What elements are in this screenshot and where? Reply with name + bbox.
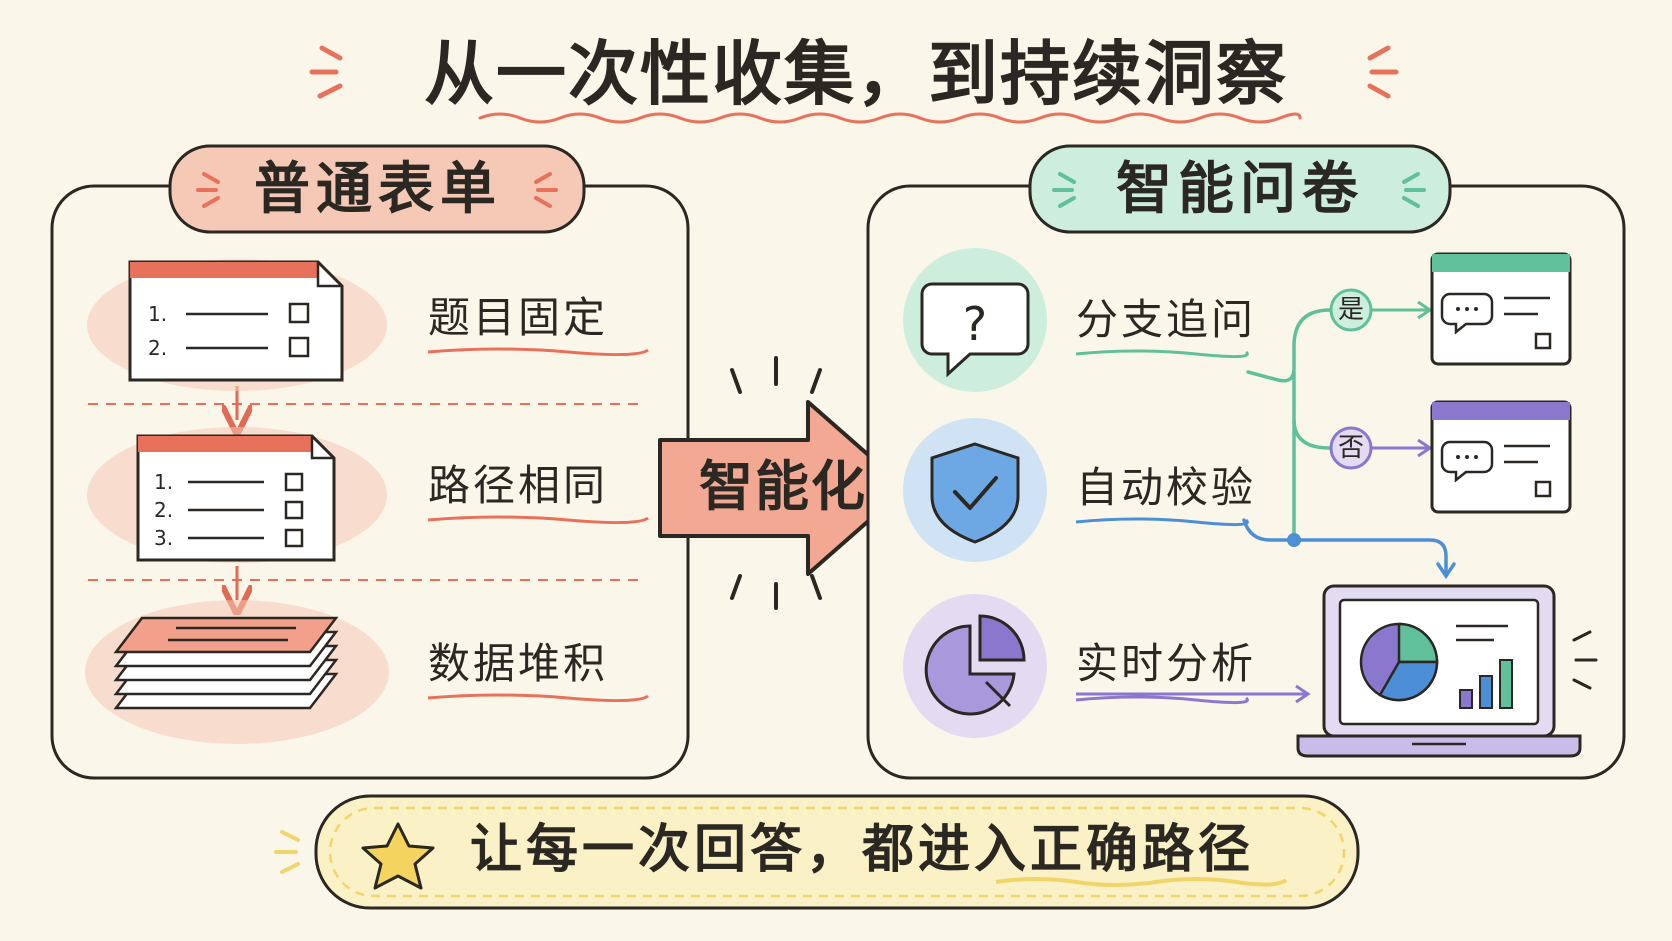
right-item-realtime-analysis: 实时分析 — [1076, 639, 1257, 688]
left-panel-title: 普通表单 — [254, 157, 502, 222]
form2-number-3: 3. — [154, 526, 174, 550]
no-question-card — [1430, 400, 1572, 514]
yes-question-card — [1430, 252, 1572, 366]
branch-junction-dot — [1287, 533, 1301, 547]
right-item-branch-followup: 分支追问 — [1076, 295, 1257, 344]
form2-number-2: 2. — [154, 498, 174, 522]
smart-arrow — [658, 356, 908, 610]
form-three-items-icon — [87, 427, 387, 563]
paper-stack-icon — [85, 600, 389, 744]
laptop-dashboard-icon — [1296, 584, 1598, 758]
form1-number-1: 1. — [148, 302, 168, 326]
left-item-same-path: 路径相同 — [428, 461, 609, 510]
branch-no-label: 否 — [1337, 433, 1364, 463]
page-title: 从一次性收集，到持续洞察 — [424, 33, 1288, 115]
no-badge — [1329, 426, 1373, 470]
title-decoration — [309, 45, 1399, 124]
shield-check-icon — [903, 418, 1047, 562]
smart-arrow-label: 智能化 — [699, 455, 867, 518]
form-two-items-icon — [87, 259, 387, 391]
footer-slogan: 让每一次回答，都进入正确路径 — [470, 820, 1255, 880]
right-panel: ? — [866, 144, 1626, 780]
left-panel — [50, 144, 690, 780]
question-bubble-icon: ? — [903, 248, 1047, 392]
form2-number-1: 1. — [154, 470, 174, 494]
right-item-auto-validation: 自动校验 — [1076, 463, 1257, 512]
left-item-fixed-questions: 题目固定 — [428, 293, 609, 342]
branch-yes-label: 是 — [1337, 295, 1364, 325]
yes-badge — [1329, 288, 1373, 332]
form1-number-2: 2. — [148, 336, 168, 360]
svg-text:?: ? — [963, 297, 987, 351]
pie-chart-icon — [903, 594, 1047, 738]
left-item-data-pileup: 数据堆积 — [428, 639, 609, 688]
star-icon — [361, 822, 435, 890]
footer-banner — [274, 794, 1360, 910]
right-panel-title: 智能问卷 — [1116, 157, 1364, 222]
